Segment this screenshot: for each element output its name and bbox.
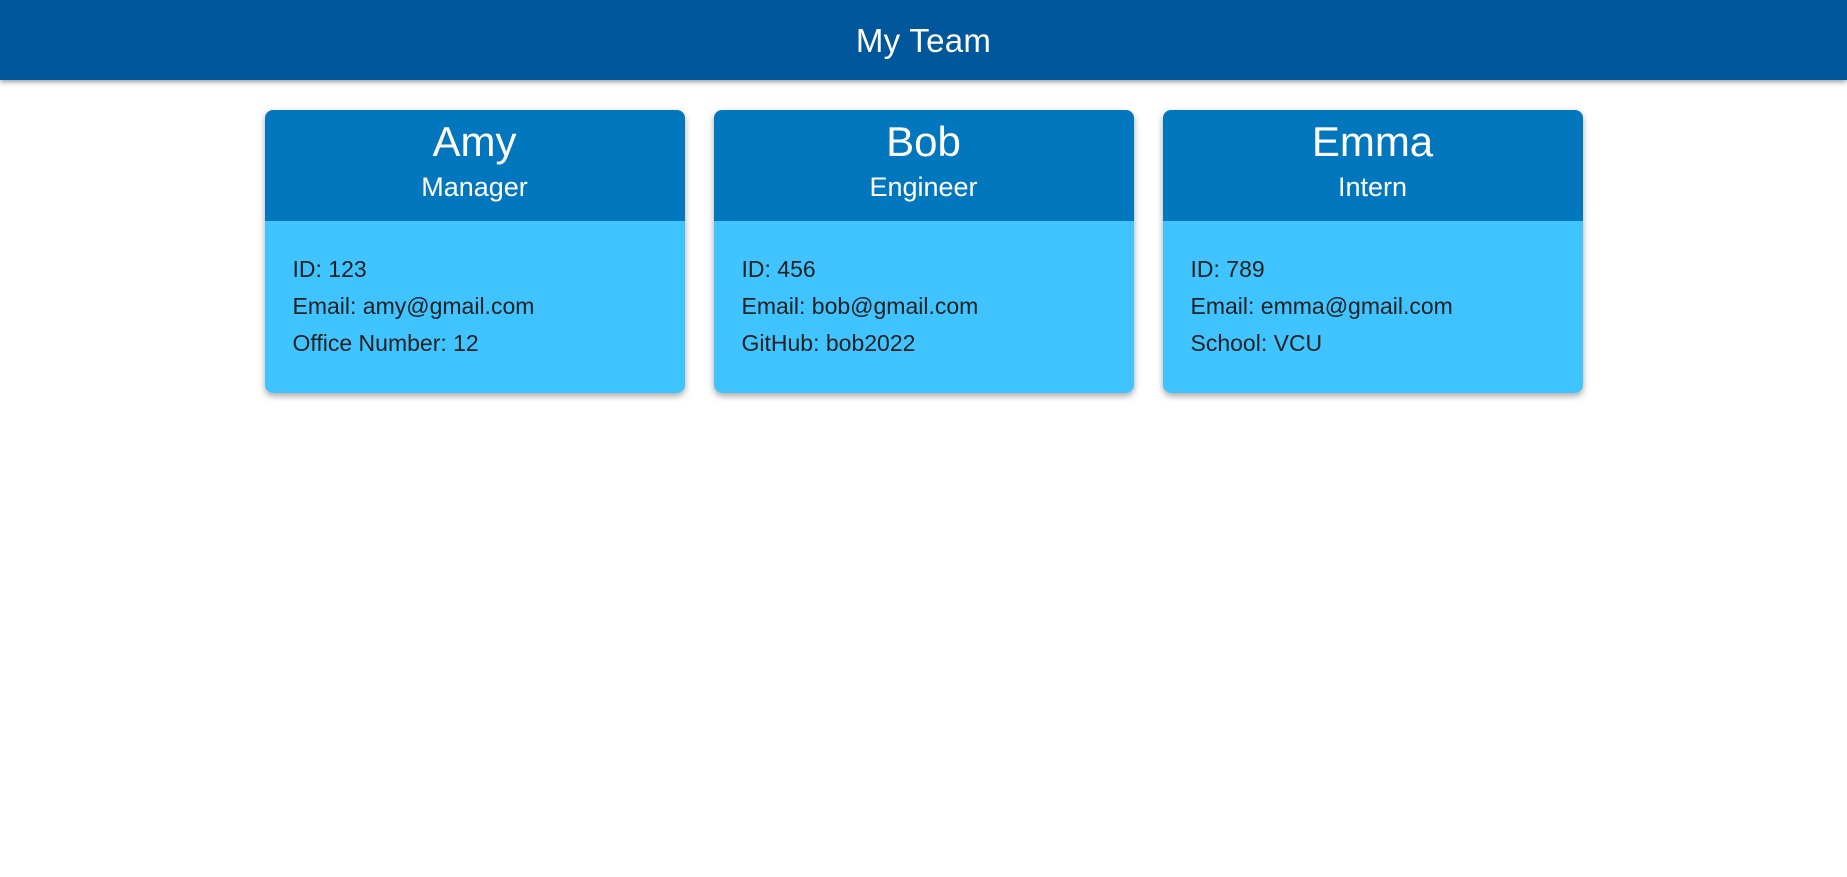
card-body: ID: 789 Email: emma@gmail.com School: VC…	[1162, 221, 1583, 393]
member-detail-id: ID: 789	[1190, 256, 1265, 282]
member-name: Emma	[1311, 118, 1434, 165]
card-body: ID: 123 Email: amy@gmail.com Office Numb…	[264, 221, 685, 393]
member-detail-email: Email: emma@gmail.com	[1190, 293, 1453, 319]
member-role: Intern	[1337, 172, 1408, 202]
member-detail-id: ID: 123	[292, 256, 367, 282]
member-name: Amy	[432, 118, 517, 165]
member-detail-email: Email: bob@gmail.com	[741, 293, 979, 319]
member-detail-id: ID: 456	[741, 256, 816, 282]
app-header: My Team	[0, 0, 1847, 80]
member-role: Manager	[421, 172, 528, 202]
member-role: Engineer	[869, 172, 978, 202]
member-detail-extra: Office Number: 12	[292, 330, 479, 356]
member-name: Bob	[886, 118, 961, 165]
team-cards-row: Amy Manager ID: 123 Email: amy@gmail.com…	[0, 110, 1847, 393]
card-body: ID: 456 Email: bob@gmail.com GitHub: bob…	[713, 221, 1134, 393]
card-header: Bob Engineer	[713, 110, 1134, 221]
team-card: Emma Intern ID: 789 Email: emma@gmail.co…	[1162, 110, 1583, 393]
page-title: My Team	[855, 21, 992, 59]
card-header: Amy Manager	[264, 110, 685, 221]
team-card: Bob Engineer ID: 456 Email: bob@gmail.co…	[713, 110, 1134, 393]
member-detail-extra: School: VCU	[1190, 330, 1323, 356]
card-header: Emma Intern	[1162, 110, 1583, 221]
member-detail-extra: GitHub: bob2022	[741, 330, 916, 356]
team-card: Amy Manager ID: 123 Email: amy@gmail.com…	[264, 110, 685, 393]
member-detail-email: Email: amy@gmail.com	[292, 293, 535, 319]
